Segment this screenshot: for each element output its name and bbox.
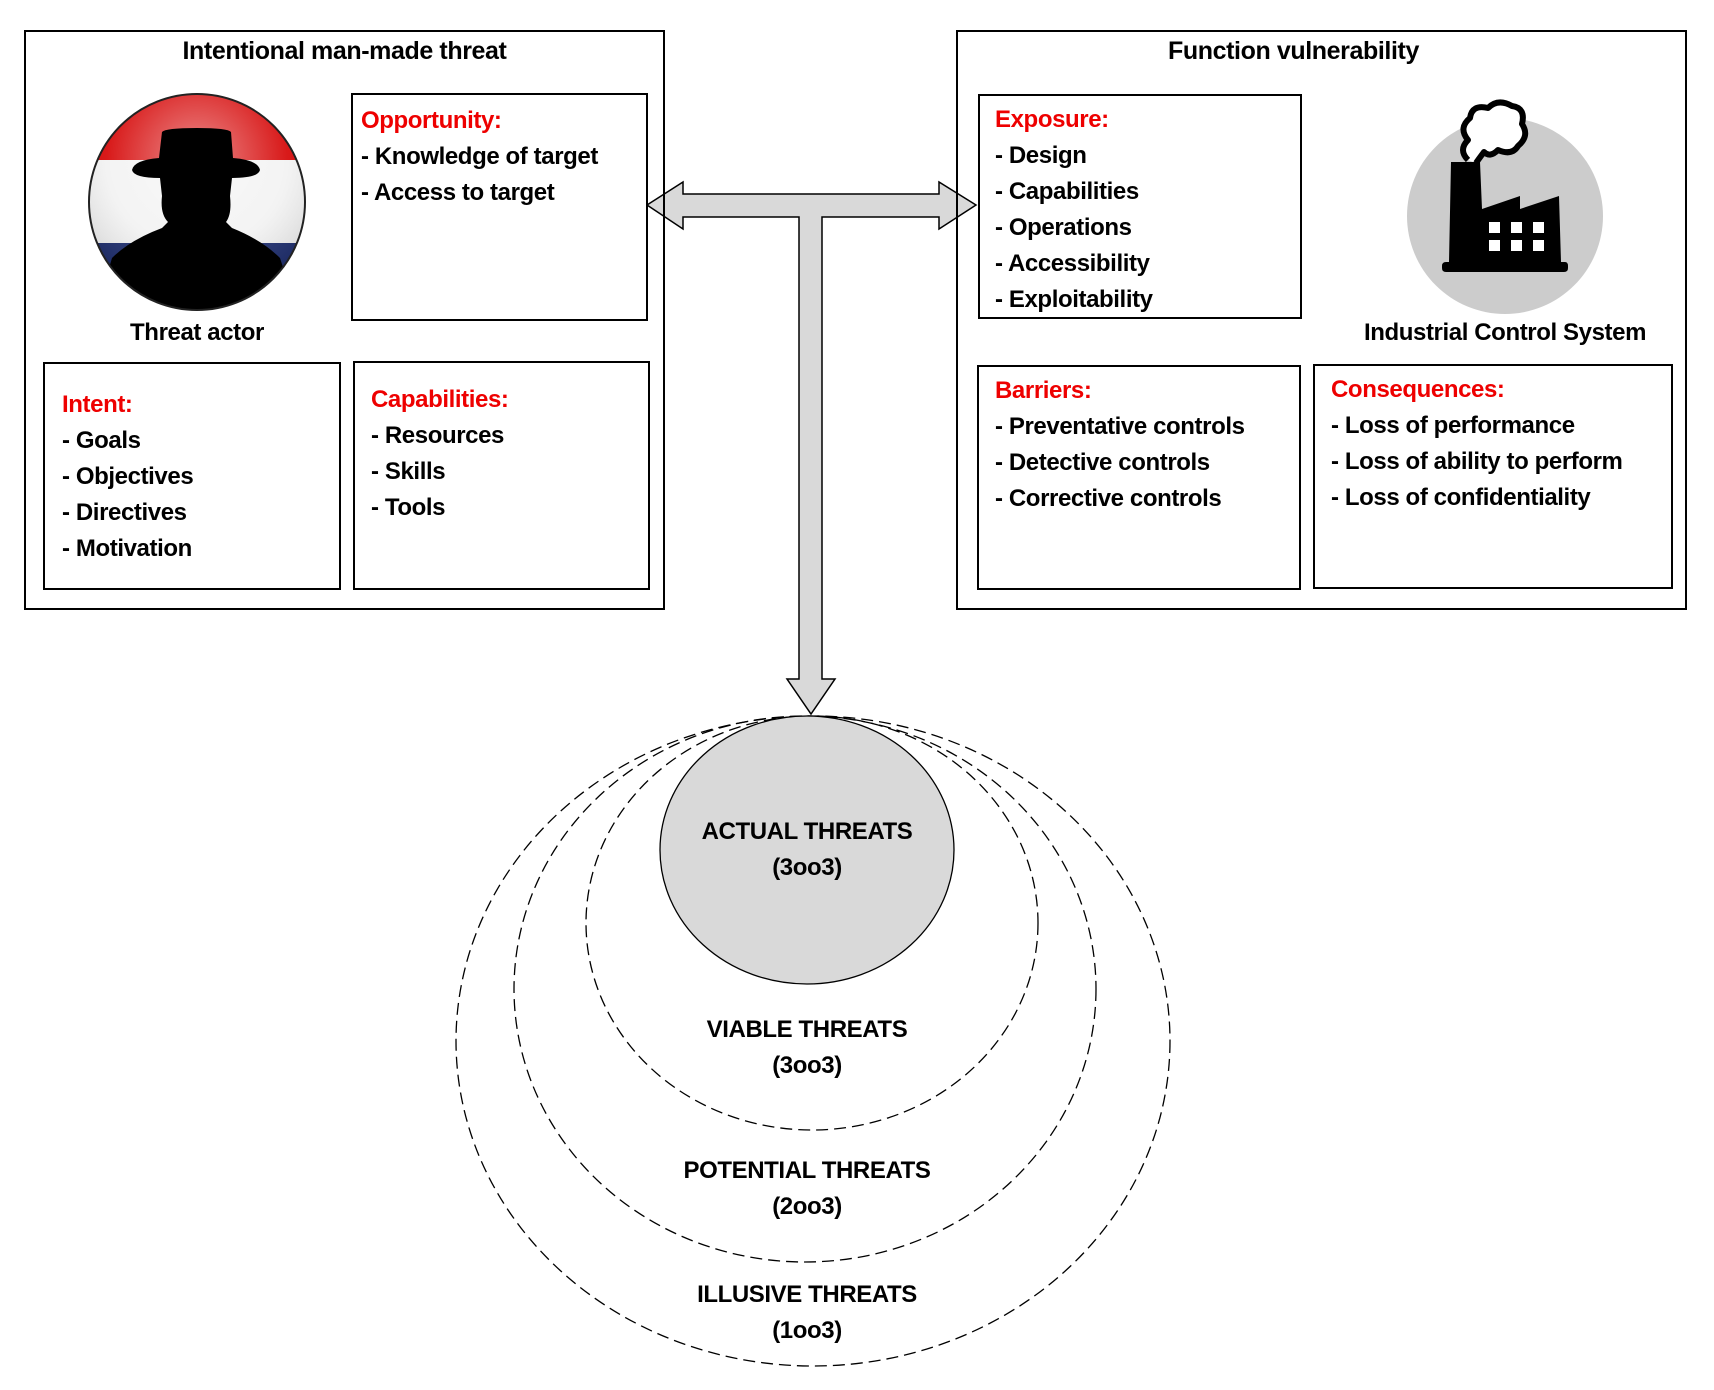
exposure-heading: Exposure: <box>995 106 1109 133</box>
t-arrow <box>645 180 978 716</box>
intent-item: Goals <box>62 423 193 459</box>
barriers-text: Barriers: Preventative controls Detectiv… <box>995 373 1245 517</box>
intent-item: Directives <box>62 495 193 531</box>
consequences-text: Consequences: Loss of performance Loss o… <box>1331 372 1623 516</box>
opportunity-item: Access to target <box>361 175 598 211</box>
exposure-item: Design <box>995 138 1153 174</box>
opportunity-item: Knowledge of target <box>361 139 598 175</box>
actual-threats-label: ACTUAL THREATS (3oo3) <box>607 814 1007 886</box>
ics-caption: Industrial Control System <box>1363 319 1647 346</box>
intent-item: Objectives <box>62 459 194 495</box>
illusive-threats-name: ILLUSIVE THREATS <box>697 1281 917 1308</box>
intent-item: Motivation <box>62 531 193 567</box>
actual-threats-circle <box>659 715 955 985</box>
potential-threats-name: POTENTIAL THREATS <box>683 1157 931 1184</box>
barriers-heading: Barriers: <box>995 377 1092 404</box>
exposure-item: Capabilities <box>995 174 1153 210</box>
barriers-item: Corrective controls <box>995 481 1245 517</box>
factory-icon <box>1407 99 1603 314</box>
barriers-item: Preventative controls <box>995 409 1245 445</box>
actual-threats-name: ACTUAL THREATS <box>701 818 913 845</box>
viable-threats-ring <box>585 715 1039 1131</box>
capabilities-item: Skills <box>371 454 509 490</box>
actual-threats-ratio: (3oo3) <box>772 854 842 881</box>
capabilities-text: Capabilities: Resources Skills Tools <box>371 382 509 526</box>
capabilities-heading: Capabilities: <box>371 386 509 413</box>
barriers-item: Detective controls <box>995 445 1245 481</box>
potential-threats-ratio: (2oo3) <box>772 1193 842 1220</box>
exposure-item: Exploitability <box>995 282 1153 318</box>
function-vulnerability-title: Function vulnerability <box>1168 37 1419 65</box>
intentional-threat-panel <box>24 30 665 610</box>
viable-threats-label: VIABLE THREATS (3oo3) <box>607 1012 1007 1084</box>
exposure-text: Exposure: Design Capabilities Operations… <box>995 102 1153 318</box>
intent-heading: Intent: <box>62 391 133 418</box>
function-vulnerability-panel <box>956 30 1687 610</box>
potential-threats-ring <box>513 715 1097 1263</box>
illusive-threats-ratio: (1oo3) <box>772 1317 842 1344</box>
consequences-item: Loss of performance <box>1331 408 1623 444</box>
consequences-heading: Consequences: <box>1331 376 1505 403</box>
viable-threats-ratio: (3oo3) <box>772 1052 842 1079</box>
potential-threats-label: POTENTIAL THREATS (2oo3) <box>607 1153 1007 1225</box>
intent-text: Intent: Goals Objectives Directives Moti… <box>62 387 194 567</box>
threat-actor-caption: Threat actor <box>130 319 264 346</box>
illusive-threats-label: ILLUSIVE THREATS (1oo3) <box>607 1277 1007 1349</box>
capabilities-item: Resources <box>371 418 509 454</box>
consequences-item: Loss of ability to perform <box>1331 444 1623 480</box>
viable-threats-name: VIABLE THREATS <box>706 1016 908 1043</box>
capabilities-item: Tools <box>371 490 509 526</box>
exposure-item: Accessibility <box>995 246 1153 282</box>
exposure-item: Operations <box>995 210 1153 246</box>
consequences-item: Loss of confidentiality <box>1331 480 1623 516</box>
opportunity-text: Opportunity: Knowledge of target Access … <box>361 103 598 211</box>
opportunity-heading: Opportunity: <box>361 107 502 134</box>
intentional-threat-title: Intentional man-made threat <box>182 37 507 65</box>
